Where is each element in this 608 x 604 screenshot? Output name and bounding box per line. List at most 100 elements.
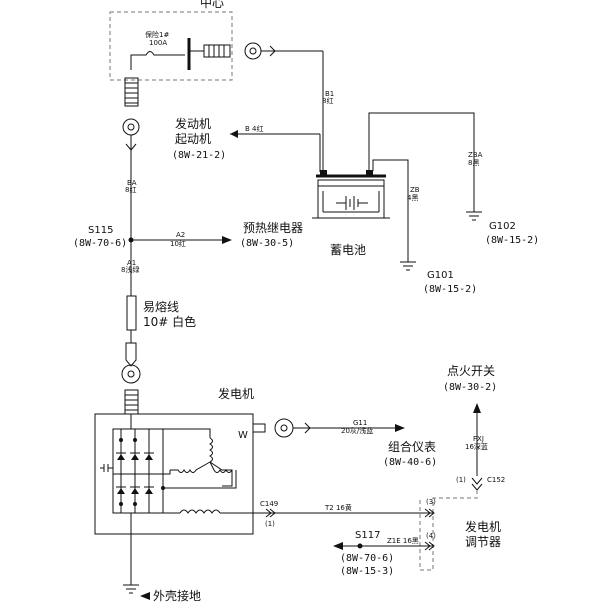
reg-pin4-connector xyxy=(424,541,435,551)
g101-ref: (8W-15-2) xyxy=(423,284,477,295)
c149-pin: (1) xyxy=(265,520,275,528)
c152-pin: (1) xyxy=(456,476,466,484)
battery-name: 蓄电池 xyxy=(330,243,366,257)
alt-ring-hole xyxy=(127,370,135,378)
ba-ring-hole xyxy=(127,123,135,131)
cluster-name: 组合仪表 xyxy=(388,439,436,454)
a1-id: A1 xyxy=(127,259,136,267)
stator-coil-right xyxy=(209,461,233,473)
starter-name: 发动机 xyxy=(175,116,211,131)
s117-ref1: (8W-70-6) xyxy=(340,553,394,564)
suppression-capacitor xyxy=(100,464,113,472)
ba-color: 8红 xyxy=(125,185,136,194)
rectifier-block xyxy=(112,428,164,514)
b1-crimp xyxy=(261,45,277,57)
s115-ref: (8W-70-6) xyxy=(73,238,127,249)
alternator-name: 发电机 xyxy=(218,386,254,401)
case-ground-icon xyxy=(123,584,139,594)
c152-connector-icon xyxy=(471,477,483,491)
s117-splice-dot xyxy=(357,543,363,549)
fuse-bottom-threads xyxy=(125,82,138,104)
stator-coil-vertical xyxy=(209,437,213,463)
a2-id: A2 xyxy=(176,231,185,239)
g11-id: G11 xyxy=(353,419,367,427)
alternator-housing xyxy=(94,413,254,535)
zb-wire xyxy=(372,159,409,262)
ba-crimp xyxy=(125,135,137,152)
battery-cell-symbol xyxy=(336,196,368,210)
fuse-stud-threads xyxy=(208,45,225,57)
g11-arrow xyxy=(395,424,405,432)
starter-wire-label: B 4红 xyxy=(245,124,263,133)
reg-pin4: (4) xyxy=(426,532,436,540)
fuse-bottom-stud xyxy=(124,77,139,107)
regulator-name: 发电机 xyxy=(465,519,501,534)
zba-id: ZBA xyxy=(468,151,483,159)
a2-arrow xyxy=(222,236,232,244)
battery-post-neg xyxy=(366,170,373,176)
b1-ring-hole xyxy=(249,47,257,55)
zba-color: 8黑 xyxy=(468,159,479,167)
c149-label: C149 xyxy=(260,500,278,508)
stator-dot xyxy=(161,486,165,490)
ignition-ref: (8W-30-2) xyxy=(443,382,497,393)
g101-ground-icon xyxy=(400,261,416,271)
starter-arrow xyxy=(230,130,238,138)
g102-ref: (8W-15-2) xyxy=(485,235,539,246)
z1e-arrow xyxy=(333,542,343,550)
rectifier-dot-1 xyxy=(119,438,123,442)
field-coil xyxy=(179,509,221,514)
battery-inner xyxy=(318,185,384,213)
w-terminal-stud xyxy=(252,423,266,433)
fuse-name: 保险1# xyxy=(145,30,169,39)
rectifier-dot-4 xyxy=(133,502,137,506)
alt-ring-terminal xyxy=(121,364,141,384)
case-ground-arrow xyxy=(140,592,150,600)
starter-ref: (8W-21-2) xyxy=(172,150,226,161)
preheat-name: 预热继电器 xyxy=(243,221,303,235)
alt-b-stud-threads xyxy=(125,394,138,411)
b1-id: B1 xyxy=(325,90,334,98)
fxj-color: 16深蓝 xyxy=(465,442,488,451)
ba-id: BA xyxy=(127,179,137,187)
g101-name: G101 xyxy=(427,270,454,281)
c152-label: C152 xyxy=(487,476,505,484)
fusible-name: 易熔线 xyxy=(143,299,179,314)
stator-lead-top xyxy=(163,428,211,438)
w-terminal: W xyxy=(238,430,248,441)
battery-post-pos xyxy=(320,170,327,176)
fxj-id: FXJ xyxy=(473,435,484,443)
starter-name2: 起动机 xyxy=(175,132,211,146)
regulator-name2: 调节器 xyxy=(465,535,501,549)
rectifier-diodes xyxy=(113,452,163,494)
preheat-ref: (8W-30-5) xyxy=(240,238,294,249)
ignition-name: 点火开关 xyxy=(447,364,495,378)
b1-ring-terminal xyxy=(244,42,262,60)
fxj-arrow xyxy=(473,403,481,413)
fuse-element xyxy=(130,51,185,70)
g11-color: 20灰/浅蓝 xyxy=(341,426,373,435)
rectifier-dot-3 xyxy=(119,502,123,506)
t2-label: T2 16黄 xyxy=(324,503,352,512)
fusible-link xyxy=(126,295,137,331)
g11-ring-terminal xyxy=(274,418,294,438)
g102-ground-icon xyxy=(466,211,482,221)
fuse-rating: 100A xyxy=(149,39,167,47)
stator-link-lines xyxy=(163,470,237,489)
regulator-outline xyxy=(419,490,478,571)
alt-terminal-crimp xyxy=(125,342,137,367)
a2-color: 10红 xyxy=(170,239,186,248)
g102-name: G102 xyxy=(489,221,516,232)
case-ground-label: 外壳接地 xyxy=(153,588,201,603)
g11-ring-hole xyxy=(280,424,288,432)
s115-name: S115 xyxy=(88,225,113,236)
c149-connector-icon xyxy=(265,508,276,518)
fusible-desc: 10# 白色 xyxy=(143,314,196,329)
zba-wire xyxy=(368,112,475,212)
reg-pin3-connector xyxy=(424,508,435,518)
rectifier-dot-2 xyxy=(133,438,137,442)
zb-id: ZB xyxy=(410,186,420,194)
top-title: 中心 xyxy=(200,0,224,10)
